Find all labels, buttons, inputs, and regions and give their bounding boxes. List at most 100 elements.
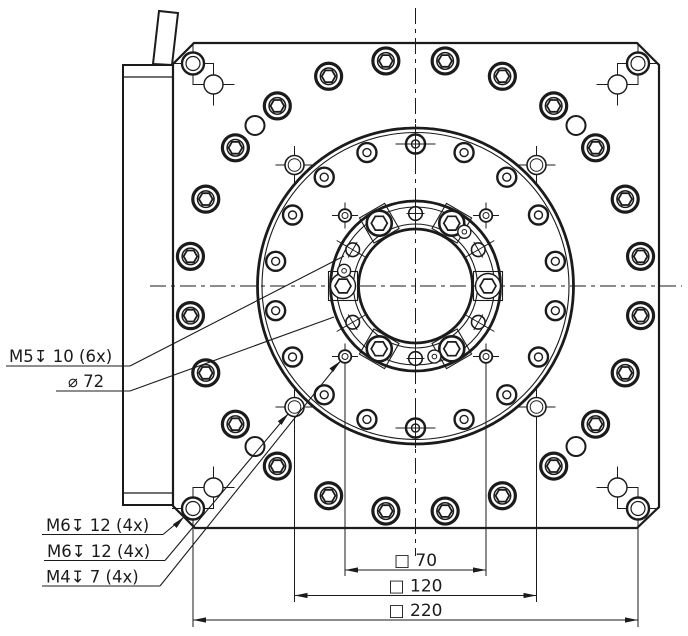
ring-hole (395, 124, 436, 164)
label-bolt-circle: ⌀ 72 (68, 372, 104, 391)
ring-hole (453, 141, 475, 164)
socket-screw (487, 61, 517, 91)
label-m6-corner: M6↧ 12 (4x) (46, 516, 149, 535)
dim-text-120: □ 120 (389, 577, 443, 597)
pin-hole (336, 263, 352, 279)
arrow-220-left (193, 617, 206, 623)
ring-hole (281, 204, 304, 226)
socket-screw (610, 358, 640, 388)
corner-dowel (596, 63, 639, 106)
leader-lines (6, 255, 345, 587)
dimension-arrowheads (193, 567, 638, 623)
m4-hole (473, 343, 499, 370)
socket-screw (539, 91, 569, 121)
corner-dowel (192, 63, 235, 106)
socket-screw (175, 241, 206, 271)
m5-hole (463, 240, 495, 259)
m6-corner-arrow (172, 517, 184, 528)
socket-screw (191, 184, 221, 214)
ring-hole (264, 299, 287, 322)
m6-hole (517, 146, 556, 184)
arrow-70-left (345, 567, 358, 573)
corner-bolt (617, 487, 659, 530)
ring-hole (356, 141, 378, 164)
ring-hole (281, 346, 304, 368)
ring-hole (313, 166, 335, 188)
flange-pin-pattern (336, 224, 472, 364)
flange-m5-pattern (336, 195, 495, 377)
socket-screw (430, 46, 460, 76)
socket-screw (314, 481, 344, 511)
socket-screw (371, 46, 401, 76)
body-outlines (122, 9, 661, 530)
m5-hole (463, 313, 495, 332)
socket-screw (580, 133, 611, 163)
pin-hole (427, 349, 442, 364)
dimension-lines (192, 364, 639, 627)
hole-patterns (172, 42, 659, 530)
m4-hole (473, 202, 499, 229)
corner-bolt (172, 42, 214, 85)
corner-dowel-pattern (192, 63, 639, 509)
arrow-220-right (625, 617, 638, 623)
outer-screw-pattern (175, 46, 656, 526)
label-m5-holes: M5↧ 10 (6x) (9, 347, 112, 366)
dim-text-220: □ 220 (389, 601, 443, 621)
m4-leader (159, 360, 341, 587)
socket-screw (580, 409, 611, 439)
flange-screw (472, 270, 504, 302)
socket-screw (625, 241, 656, 271)
leader-arrowheads (172, 361, 341, 528)
socket-screw (487, 481, 517, 511)
m6-square-leader (164, 413, 289, 561)
corner-dowel (596, 466, 639, 509)
connector-tab (151, 9, 180, 67)
m5-leader (129, 255, 345, 367)
m5-hole (406, 195, 425, 230)
label-m6-square: M6↧ 12 (4x) (47, 542, 150, 561)
socket-screw (539, 451, 569, 481)
label-m4-square: M4↧ 7 (4x) (46, 568, 139, 587)
ring-hole (453, 408, 475, 431)
socket-screw (625, 301, 656, 331)
side-housing (122, 64, 174, 506)
ring-hole (356, 408, 378, 431)
m4-arrow (329, 361, 341, 372)
dim-text-70: □ 70 (394, 551, 437, 571)
m5-hole (336, 313, 368, 332)
socket-screw (220, 133, 251, 163)
m6-hole (275, 146, 314, 184)
ring-hole (544, 250, 567, 273)
dia72-leader (129, 316, 335, 392)
ring-hole (313, 384, 335, 406)
square70-hole-pattern (332, 202, 499, 370)
arrow-70-right (473, 567, 486, 573)
socket-screw (220, 409, 251, 439)
ring-hole (527, 204, 550, 226)
ring-hole (496, 166, 518, 188)
socket-screw (430, 496, 460, 526)
outer-dowel-pattern (244, 114, 587, 458)
m6-square-arrow (277, 413, 289, 425)
m4-hole (332, 202, 358, 229)
m5-hole (336, 240, 368, 259)
flange-screw (358, 328, 400, 370)
socket-screw (371, 496, 401, 526)
base-plate-outline (171, 41, 661, 530)
arrow-120-right (523, 592, 537, 599)
flange-screw (358, 202, 400, 244)
corner-dowel (192, 466, 235, 509)
corner-bolt (617, 42, 659, 85)
socket-screw (262, 451, 292, 481)
m6-hole (517, 388, 556, 426)
ring-hole (395, 408, 436, 448)
pin-hole (457, 224, 472, 239)
socket-screw (175, 301, 206, 331)
centerlines (150, 8, 682, 556)
ring-hole (264, 250, 287, 273)
socket-screw (314, 61, 344, 91)
ring-hole (544, 299, 567, 322)
square120-hole-pattern (275, 146, 556, 426)
